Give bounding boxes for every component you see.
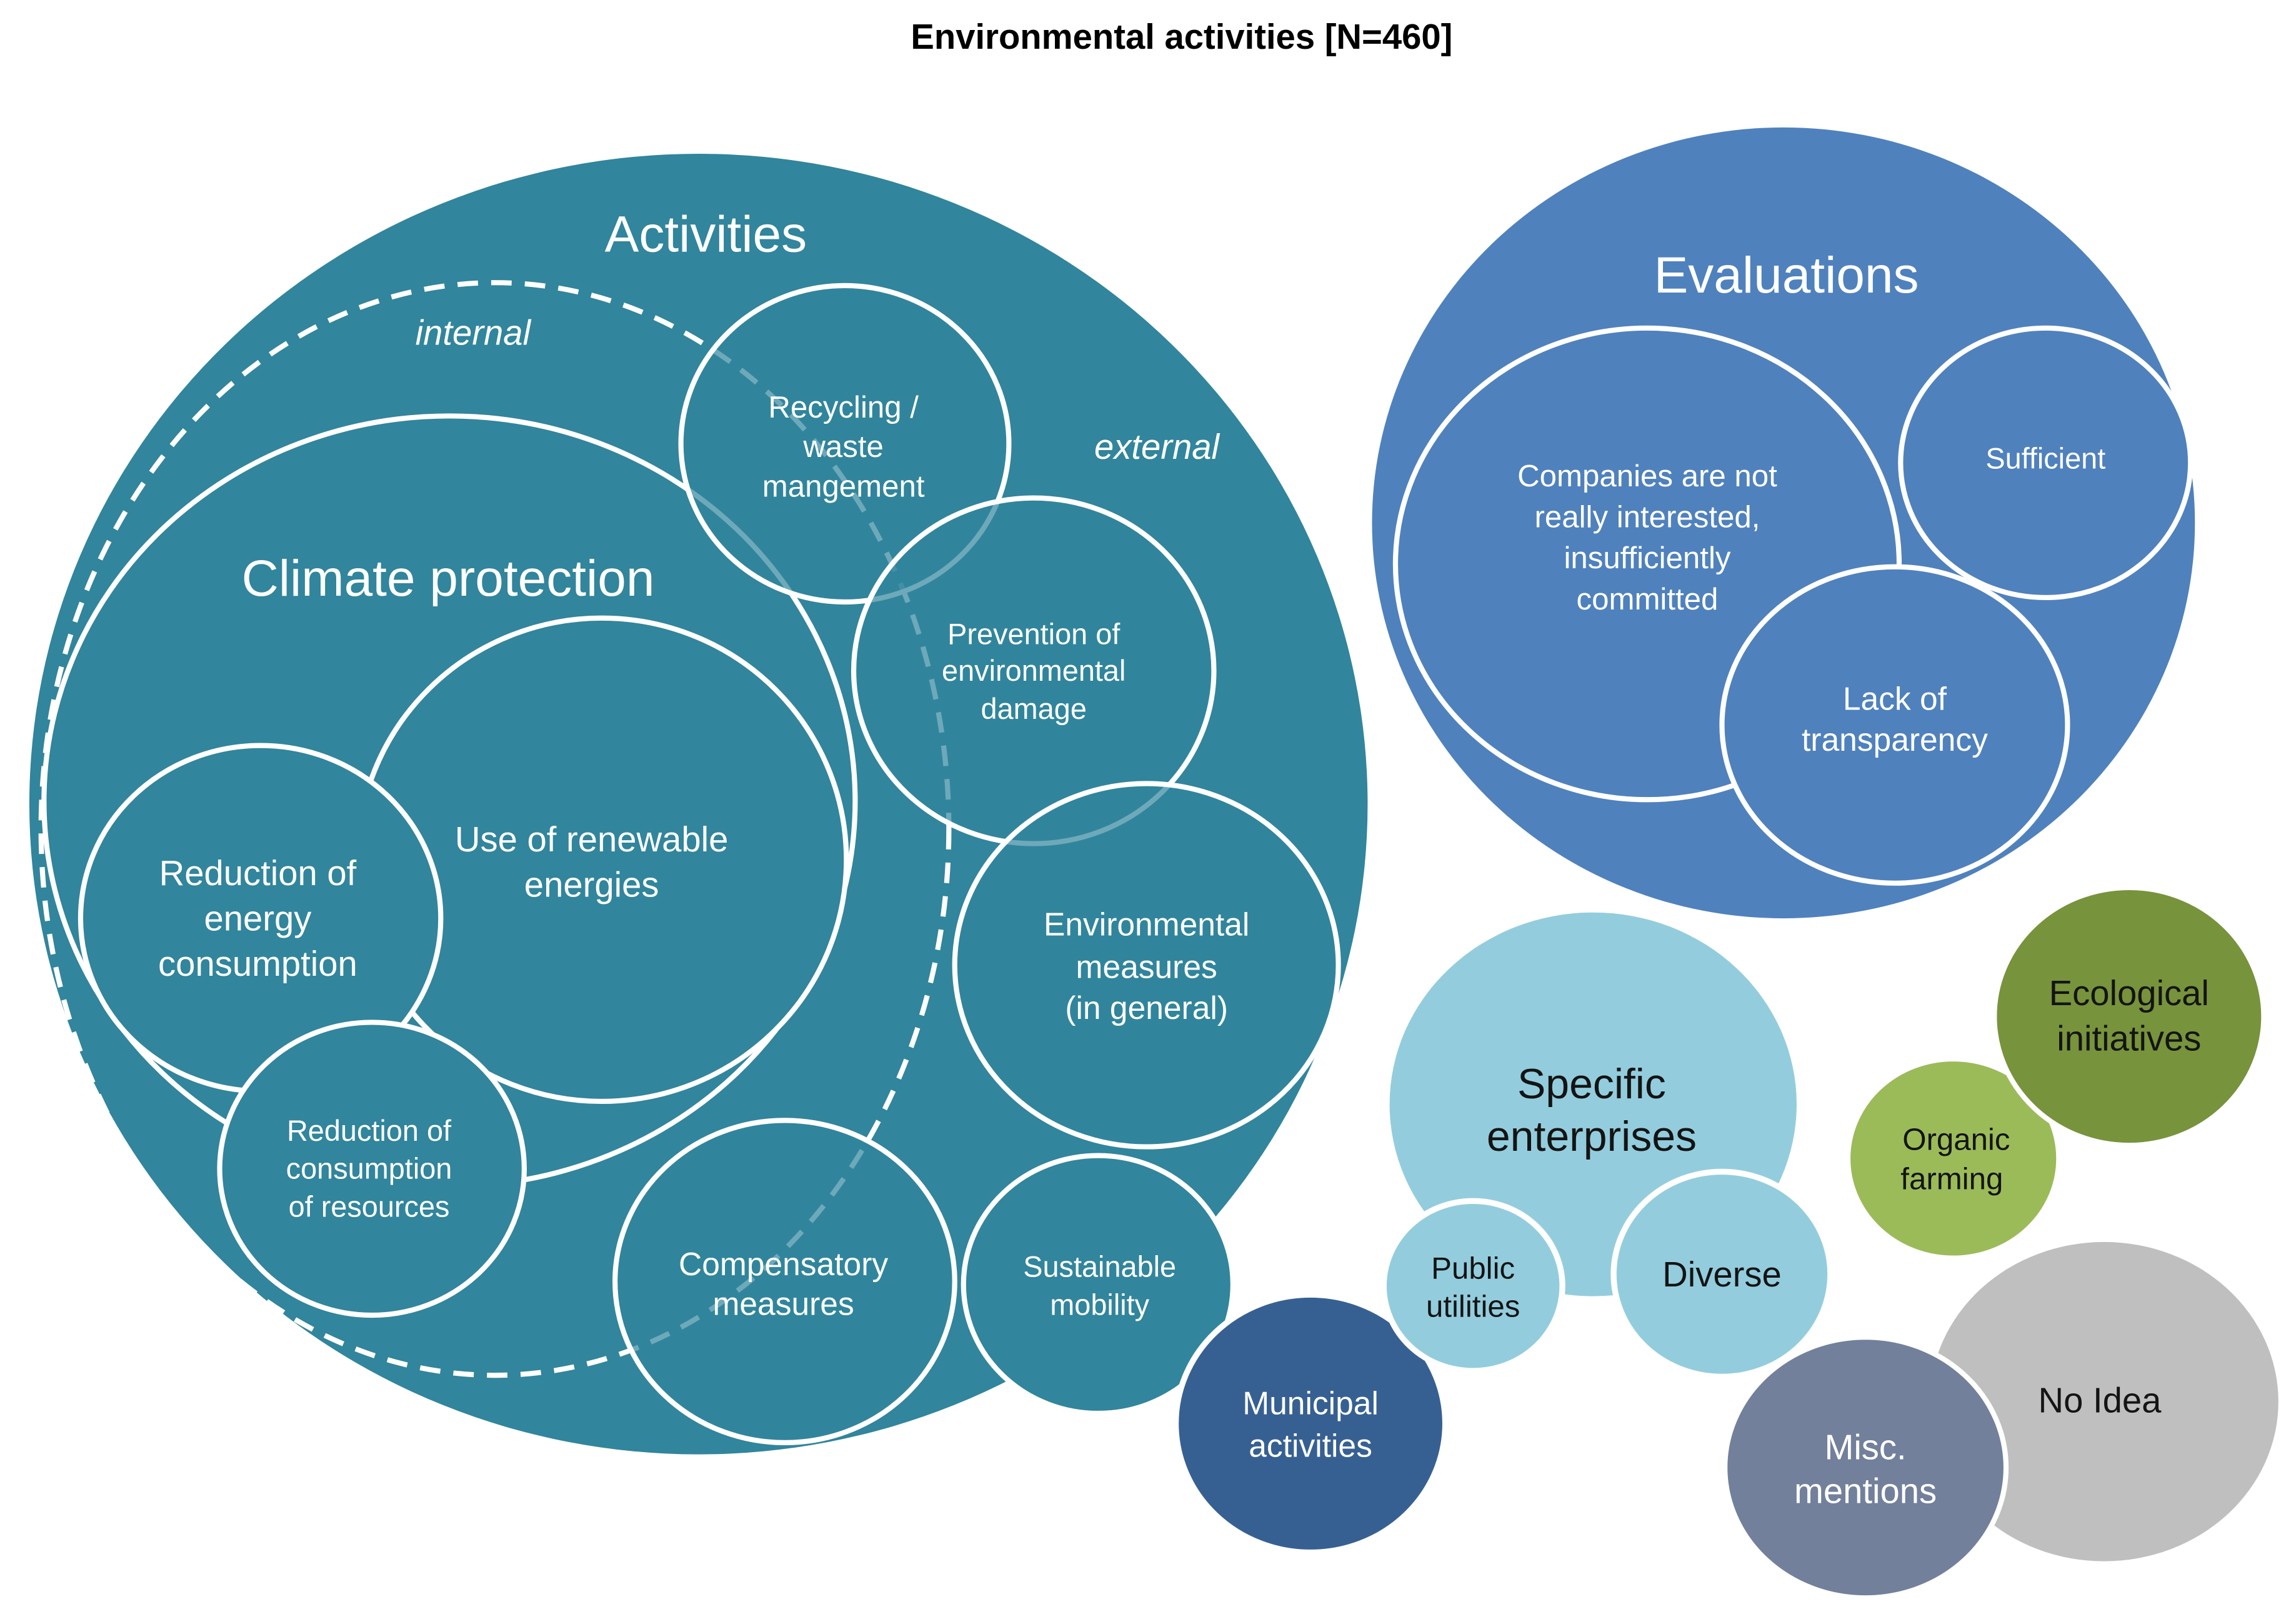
public-utilities-label-line: Public: [1431, 1251, 1515, 1286]
specific-enterprises-label-line: Specific: [1517, 1060, 1666, 1108]
resource-consumption-label-line: Reduction of: [287, 1115, 452, 1147]
recycling-label-line: Recycling /: [768, 390, 919, 424]
diverse-bubble: [1610, 1168, 1834, 1380]
misc-mentions-label-line: mentions: [1794, 1471, 1937, 1511]
compensatory-measures-label-line: measures: [712, 1285, 854, 1321]
renewable-energies-label-line: Use of renewable: [455, 820, 729, 859]
misc-mentions-label-line: Misc.: [1824, 1427, 1906, 1466]
municipal-activities-label-line: Municipal: [1242, 1385, 1379, 1421]
energy-consumption-label-line: energy: [204, 899, 311, 938]
renewable-energies-label-line: energies: [524, 865, 659, 905]
ecological-initiatives-label-line: initiatives: [2057, 1019, 2201, 1058]
public-utilities-label-line: utilities: [1426, 1289, 1520, 1323]
resource-consumption-bubble: [217, 1020, 527, 1318]
sustainable-mobility-label-line: mobility: [1050, 1289, 1149, 1321]
internal-boundary: [38, 280, 952, 1378]
activities-label: Activities: [605, 206, 807, 263]
sustainable-mobility-bubble: [961, 1153, 1235, 1416]
climate-protection-label: Climate protection: [242, 550, 655, 607]
internal-label: internal: [416, 313, 532, 352]
energy-consumption-label-line: Reduction of: [159, 853, 357, 893]
resource-consumption-label-line: consumption: [286, 1153, 452, 1185]
evaluations-label: Evaluations: [1654, 247, 1919, 304]
external-label: external: [1094, 427, 1220, 466]
sustainable-mobility-label-line: Sustainable: [1023, 1251, 1176, 1283]
environmental-measures-label-line: measures: [1076, 948, 1217, 985]
environmental-measures-label-line: (in general): [1065, 990, 1228, 1026]
prevention-label-line: damage: [981, 693, 1087, 725]
lack-of-transparency-label-line: Lack of: [1843, 681, 1947, 717]
public-utilities-bubble: [1380, 1198, 1565, 1374]
not-interested-label-line: really interested,: [1535, 500, 1760, 534]
ecological-initiatives-bubble: [1992, 885, 2267, 1148]
prevention-label-line: Prevention of: [947, 618, 1121, 651]
recycling-bubble: [678, 283, 1012, 605]
lack-of-transparency-bubble: [1719, 564, 2070, 886]
ecological-initiatives-label-line: Ecological: [2049, 973, 2209, 1013]
recycling-label-line: waste: [802, 429, 884, 464]
specific-enterprises-label-line: enterprises: [1487, 1113, 1697, 1160]
environmental-measures-label-line: Environmental: [1044, 906, 1249, 942]
sufficient-bubble: [1898, 325, 2194, 601]
no-idea-label: No Idea: [2039, 1380, 2162, 1420]
prevention-label-line: environmental: [942, 654, 1126, 687]
organic-farming-label-line: farming: [1900, 1162, 2003, 1196]
lack-of-transparency-label-line: transparency: [1802, 721, 1988, 758]
sufficient-label: Sufficient: [1985, 442, 2105, 474]
diverse-label: Diverse: [1662, 1255, 1782, 1294]
environmental-measures-bubble: [952, 781, 1341, 1150]
compensatory-measures-bubble: [612, 1118, 957, 1445]
municipal-activities-label-line: activities: [1249, 1428, 1372, 1464]
compensatory-measures-label-line: Compensatory: [679, 1246, 888, 1282]
no-idea-bubble: [1930, 1241, 2279, 1561]
organic-farming-label-line: Organic: [1902, 1122, 2010, 1156]
diagram-title: Environmental activities [N=460]: [911, 17, 1452, 56]
misc-mentions-bubble: [1722, 1335, 2009, 1601]
energy-consumption-label-line: consumption: [158, 944, 357, 983]
not-interested-label-line: committed: [1577, 582, 1719, 616]
recycling-label-line: mangement: [762, 469, 925, 503]
not-interested-label-line: Companies are not: [1517, 459, 1777, 493]
resource-consumption-label-line: of resources: [289, 1191, 450, 1223]
not-interested-label-line: insufficiently: [1564, 541, 1730, 575]
organic-farming-bubble: [1845, 1056, 2062, 1261]
municipal-activities-bubble: [1172, 1291, 1449, 1556]
